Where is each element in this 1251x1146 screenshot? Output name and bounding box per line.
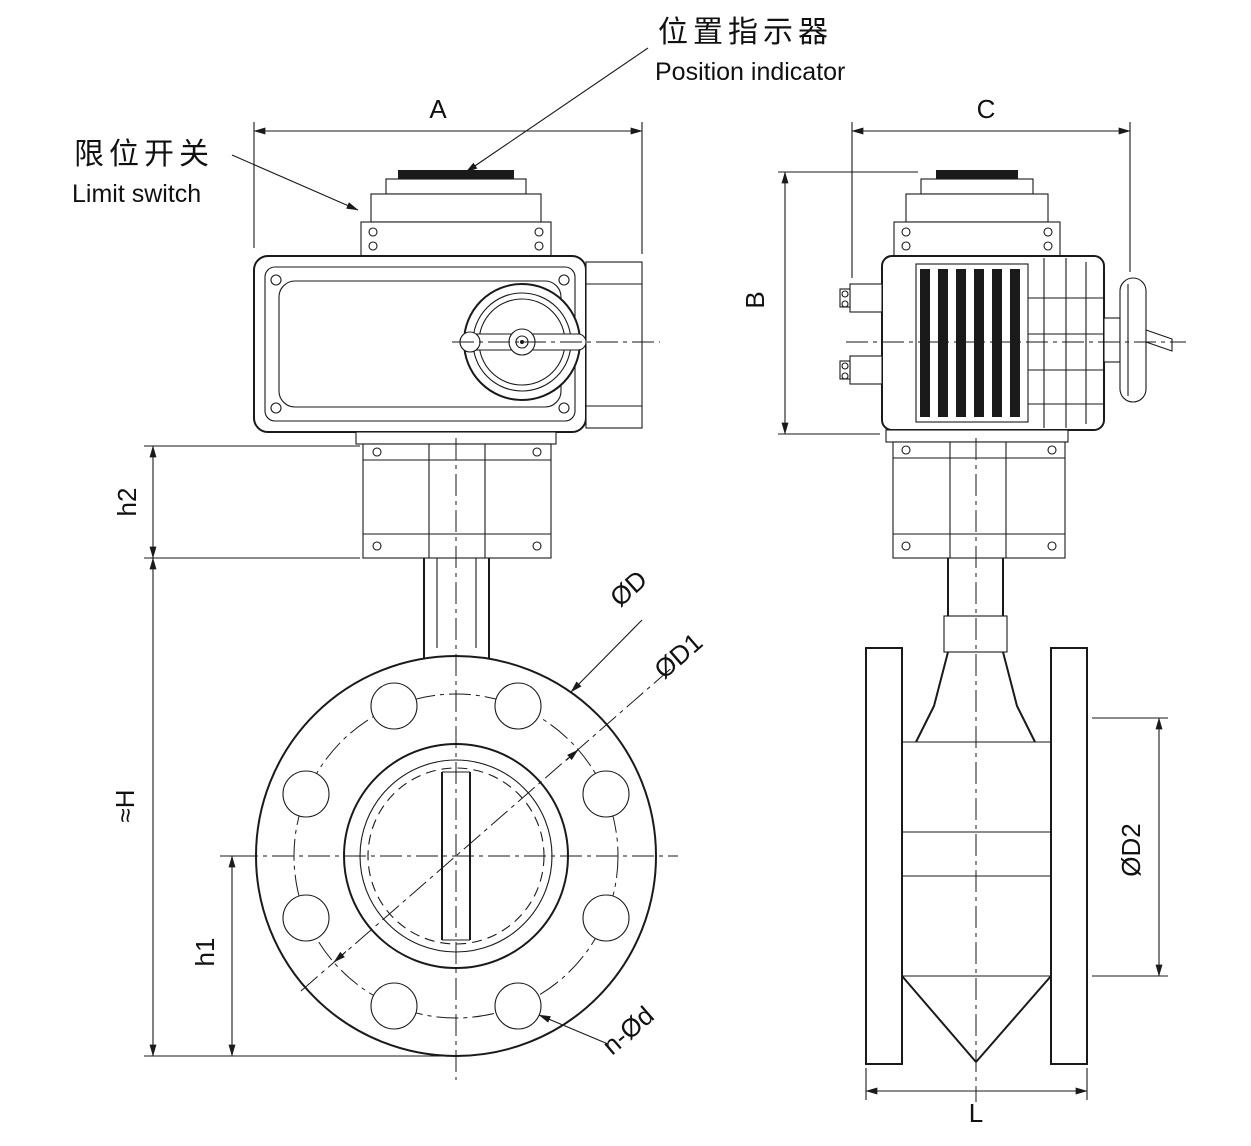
actuator-housing-side — [839, 255, 1186, 431]
dim-D: ØD — [570, 564, 653, 693]
valve-body-front — [236, 438, 678, 1080]
callout-position-indicator: 位置指示器 Position indicator — [465, 16, 845, 173]
leader-line — [538, 1014, 609, 1045]
callout-position-indicator-en: Position indicator — [655, 58, 845, 86]
dim-label-h: ≈H — [110, 789, 140, 822]
dim-D2: ØD2 — [1092, 717, 1168, 977]
mounting-bracket-side — [885, 429, 1069, 559]
dim-C: C — [851, 94, 1131, 278]
cable-connector — [839, 283, 883, 313]
callout-limit-switch: 限位开关 Limit switch — [72, 138, 359, 211]
dim-label-b: B — [740, 291, 770, 308]
dim-D1: ØD1 — [648, 627, 708, 685]
dim-h2: h2 — [112, 445, 360, 559]
leader-line — [570, 619, 643, 693]
dim-label-c: C — [977, 94, 996, 124]
indicator-window — [398, 170, 514, 179]
leader-line — [465, 47, 649, 173]
side-terminal-block — [585, 261, 643, 429]
bolt-hole — [370, 682, 418, 730]
callout-limit-switch-zh: 限位开关 — [74, 138, 214, 171]
handwheel-side — [1103, 277, 1173, 403]
bolt-hole — [494, 982, 542, 1030]
valve-body-side — [865, 438, 1088, 1102]
dim-L: L — [865, 1068, 1088, 1128]
flange-left — [865, 647, 903, 1065]
bolt-hole — [582, 894, 630, 942]
dim-label-h2: h2 — [112, 488, 142, 517]
dim-label-h1: h1 — [190, 938, 220, 967]
valve-stem-front — [423, 558, 490, 660]
bolt-hole — [282, 894, 330, 942]
front-view: ØD ØD1 n-Ød A h2 ≈H — [110, 94, 708, 1080]
bolt-hole — [582, 770, 630, 818]
dim-label-n-d: n-Ød — [596, 1000, 659, 1061]
motor-fins-outline — [915, 263, 1029, 423]
dim-h1: h1 — [190, 855, 246, 1057]
motor-fins — [920, 269, 1020, 417]
bolt-hole — [370, 982, 418, 1030]
position-indicator-cap-side — [893, 170, 1061, 257]
dim-label-l: L — [969, 1098, 983, 1128]
dim-H: ≈H — [110, 557, 470, 1057]
mounting-bracket-front — [355, 431, 557, 559]
side-view: C B ØD2 L — [740, 94, 1186, 1128]
dim-B: B — [740, 171, 918, 435]
dim-label-d1: ØD1 — [648, 627, 708, 685]
callout-position-indicator-zh: 位置指示器 — [658, 16, 833, 49]
callout-limit-switch-en: Limit switch — [72, 180, 201, 208]
bolt-hole — [282, 770, 330, 818]
cable-connector — [839, 355, 883, 385]
diagonal-diameter-line — [300, 664, 676, 992]
handle-pin — [1145, 329, 1173, 352]
handwheel-front — [452, 283, 660, 401]
dim-A: A — [253, 94, 643, 254]
flange-right — [1050, 647, 1088, 1065]
position-indicator-cap — [360, 170, 552, 257]
dim-label-d: ØD — [604, 564, 653, 612]
dim-label-a: A — [429, 94, 447, 124]
leader-line — [231, 154, 359, 211]
dim-label-d2: ØD2 — [1116, 823, 1146, 876]
bolt-hole — [494, 682, 542, 730]
